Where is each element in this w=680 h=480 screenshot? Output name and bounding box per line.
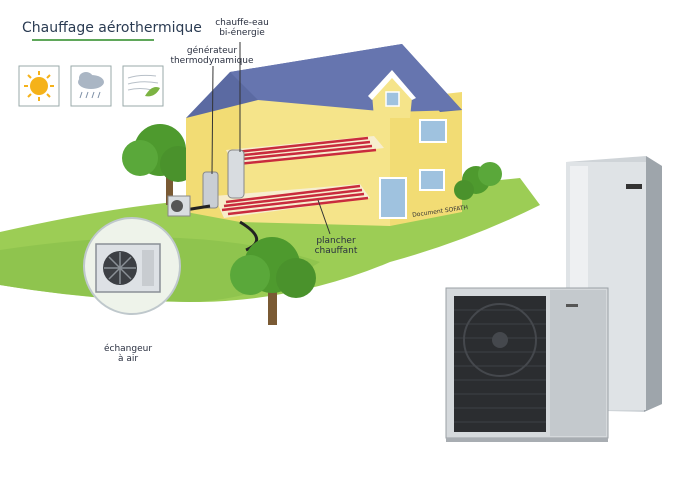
label-generateur-line2: thermodynamique [170,56,254,66]
label-echangeur-line2: à air [117,354,139,364]
label-plancher-line2: chauffant [314,246,358,256]
bush [454,162,502,200]
outdoor-unit-small [167,195,191,217]
thermodynamic-generator [202,171,219,209]
label-generateur: générateur thermodynamique [170,46,254,66]
rain-cloud-icon [70,65,112,107]
sun-icon [18,65,60,107]
label-plancher: plancher chauffant [310,236,362,256]
water-heater [227,149,245,199]
tree-front [230,237,316,325]
label-echangeur-line1: échangeur [103,344,153,354]
label-chauffe-eau-line1: chauffe-eau [215,18,269,28]
label-echangeur: échangeur à air [98,344,158,364]
wind-leaf-icon [122,65,164,107]
outdoor-unit-photo [445,287,609,442]
label-chauffe-eau: chauffe-eau bi-énergie [214,18,270,38]
house [184,44,462,252]
label-plancher-line1: plancher [316,236,356,246]
underfloor-heating-pipes [221,136,377,216]
label-chauffe-eau-line2: bi-énergie [219,28,265,38]
tree-back [122,124,196,205]
label-generateur-line1: générateur [186,46,238,56]
title-underline [32,39,154,41]
diagram-title: Chauffage aérothermique [22,20,202,36]
air-exchanger-zoom [83,217,181,315]
